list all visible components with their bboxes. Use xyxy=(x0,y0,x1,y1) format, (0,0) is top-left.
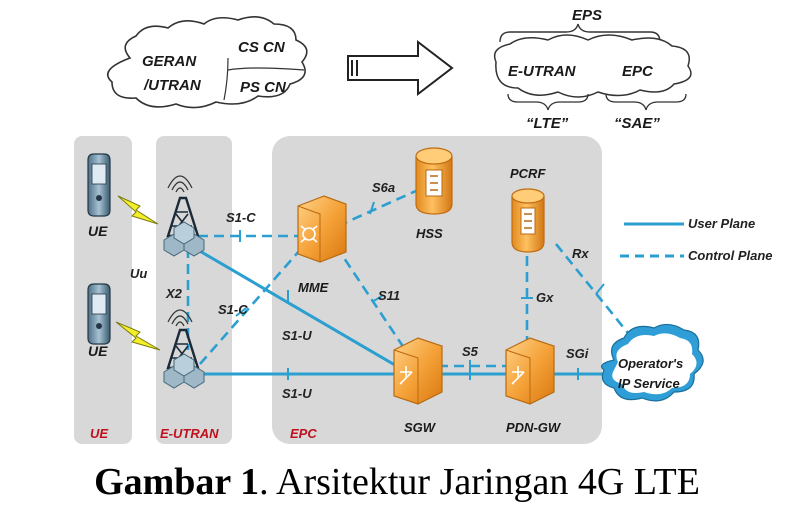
ps-cn-label: PS CN xyxy=(240,79,287,96)
eps-brace-group: EPS xyxy=(499,7,661,43)
legend-user-plane-label: User Plane xyxy=(688,216,755,231)
caption-text: . Arsitektur Jaringan 4G LTE xyxy=(259,461,700,503)
operator-ip-service-cloud: Operator's IP Service xyxy=(601,323,704,402)
epc-top-label: EPC xyxy=(622,63,654,80)
x2-label: X2 xyxy=(165,286,183,301)
legacy-network-cloud: GERAN /UTRAN CS CN PS CN xyxy=(107,16,308,109)
rx-label: Rx xyxy=(572,246,589,261)
pcrf-label: PCRF xyxy=(510,166,546,181)
gx-label: Gx xyxy=(536,290,554,305)
radio-link-bolt-icon xyxy=(117,195,159,225)
legend: User Plane Control Plane xyxy=(620,216,773,263)
eps-cloud: E-UTRAN EPC “LTE” “SAE” xyxy=(493,34,692,132)
s11-label: S11 xyxy=(378,288,400,303)
sgw-label: SGW xyxy=(404,420,437,435)
s1u-top-label: S1-U xyxy=(282,328,312,343)
pdngw-switch-icon xyxy=(505,337,555,405)
ue2-label: UE xyxy=(88,343,108,359)
legend-control-plane-label: Control Plane xyxy=(688,248,773,263)
cs-cn-label: CS CN xyxy=(238,39,286,56)
epc-section-label: EPC xyxy=(290,426,317,441)
enodeb-top-tower-icon xyxy=(163,175,205,257)
interface-tick-marks xyxy=(235,201,605,380)
pcrf-database-icon xyxy=(511,188,545,253)
ue1-label: UE xyxy=(88,223,108,239)
eutran-top-label: E-UTRAN xyxy=(508,63,577,80)
eps-label: EPS xyxy=(572,7,602,24)
caption-figure-number: Gambar 1 xyxy=(94,461,260,503)
ue2-phone-icon xyxy=(87,283,111,345)
sae-label: “SAE” xyxy=(614,115,660,132)
enodeb-bottom-tower-icon xyxy=(163,309,205,389)
sgi-label: SGi xyxy=(566,346,589,361)
radio-link-bolt-icon xyxy=(115,321,161,351)
figure-caption: Gambar 1. Arsitektur Jaringan 4G LTE xyxy=(0,458,794,506)
s5-label: S5 xyxy=(462,344,479,359)
geran-label-line1: GERAN xyxy=(142,53,197,70)
s1c-bottom-label: S1-C xyxy=(218,302,248,317)
pdngw-label: PDN-GW xyxy=(506,420,562,435)
mme-switch-icon xyxy=(297,195,347,263)
ue-section-label: UE xyxy=(90,426,108,441)
hss-database-icon xyxy=(415,147,453,215)
lte-architecture-diagram: GERAN /UTRAN CS CN PS CN EPS E-UTRAN EPC… xyxy=(74,7,773,444)
lte-label: “LTE” xyxy=(526,115,569,132)
operator-label-line2: IP Service xyxy=(618,376,680,391)
evolution-arrow-icon xyxy=(347,39,454,97)
geran-label-line2: /UTRAN xyxy=(143,77,202,94)
s6a-label: S6a xyxy=(372,180,395,195)
eutran-section-label: E-UTRAN xyxy=(160,426,219,441)
mme-label: MME xyxy=(298,280,329,295)
control-plane-links xyxy=(186,188,634,368)
s1c-top-label: S1-C xyxy=(226,210,256,225)
ue1-phone-icon xyxy=(87,153,111,217)
operator-label-line1: Operator's xyxy=(618,356,683,371)
hss-label: HSS xyxy=(416,226,443,241)
sgw-switch-icon xyxy=(393,337,443,405)
uu-label: Uu xyxy=(130,266,147,281)
s1u-bottom-label: S1-U xyxy=(282,386,312,401)
